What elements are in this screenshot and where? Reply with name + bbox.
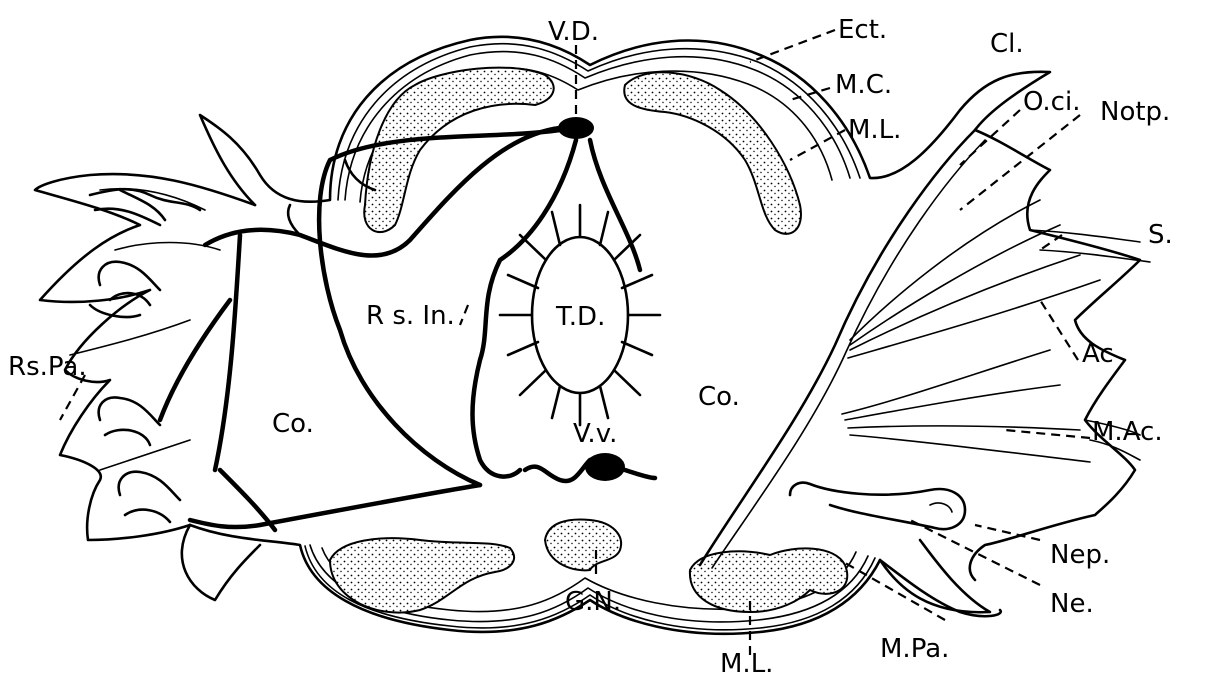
label-co-right: Co. bbox=[698, 382, 740, 412]
label-cl: Cl. bbox=[990, 29, 1024, 59]
muscle-bands bbox=[330, 68, 847, 613]
label-mac: M.Ac. bbox=[1092, 417, 1163, 447]
label-ne: Ne. bbox=[1050, 589, 1094, 619]
label-rs-in: R s. In. bbox=[366, 301, 455, 331]
label-ml-top: M.L. bbox=[848, 115, 901, 145]
label-oci: O.ci. bbox=[1023, 87, 1080, 117]
label-notp: Notp. bbox=[1100, 97, 1170, 127]
label-td: T.D. bbox=[555, 302, 605, 332]
label-gn: G.N. bbox=[565, 587, 621, 617]
label-vv: V.v. bbox=[573, 419, 617, 449]
label-ml-bottom: M.L. bbox=[720, 649, 773, 677]
label-ect: Ect. bbox=[838, 15, 887, 45]
label-nep: Nep. bbox=[1050, 540, 1110, 570]
label-rs-pa: Rs.Pa. bbox=[8, 352, 87, 382]
label-co-left: Co. bbox=[272, 409, 314, 439]
label-ac: Ac bbox=[1082, 339, 1114, 369]
label-vd: V.D. bbox=[548, 17, 599, 47]
label-mc: M.C. bbox=[835, 70, 892, 100]
label-mpa: M.Pa. bbox=[880, 634, 949, 664]
labels: V.D. Ect. Cl. M.C. O.ci. M.L. Notp. S. R… bbox=[8, 15, 1173, 677]
label-s: S. bbox=[1148, 220, 1173, 250]
